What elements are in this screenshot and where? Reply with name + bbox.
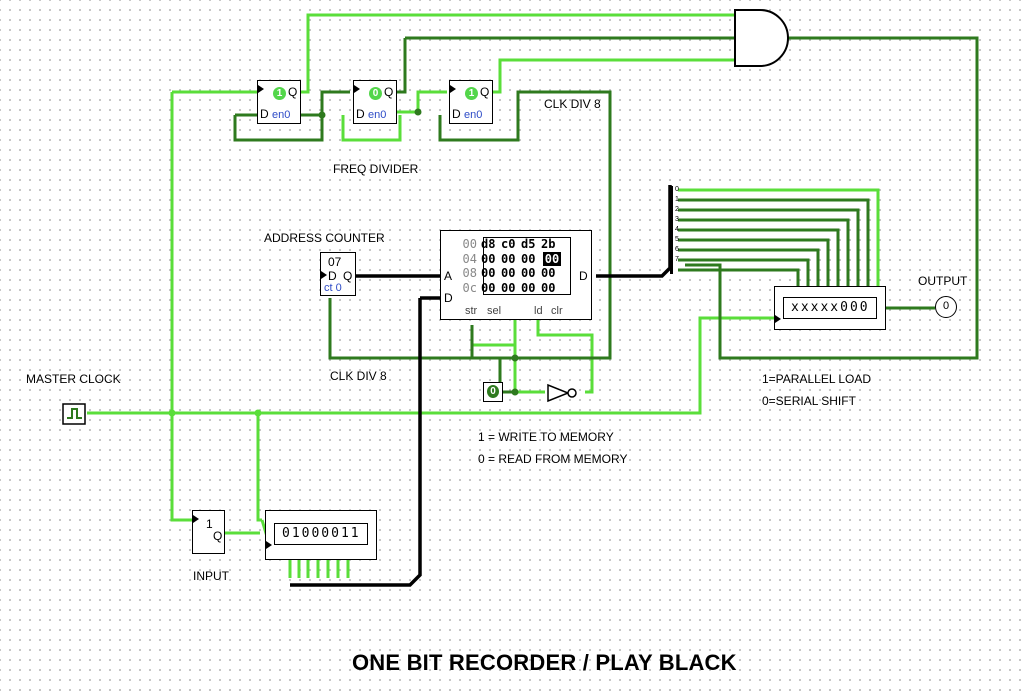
mode-pin-value: 0 — [487, 385, 499, 398]
splitter-bit: 3 — [675, 216, 679, 223]
splitter: 0 1 2 3 4 5 6 7 — [667, 186, 679, 274]
write-memory-label: 1 = WRITE TO MEMORY — [478, 430, 614, 444]
ff3-q-pin: Q — [480, 85, 490, 99]
page-title: ONE BIT RECORDER / PLAY BLACK — [352, 650, 737, 675]
ram-ld-pin: ld — [534, 305, 543, 317]
ram-d-out-pin: D — [579, 269, 588, 283]
splitter-bit: 4 — [675, 226, 679, 233]
ram-a-pin: A — [444, 269, 453, 283]
ram-sel-pin: sel — [487, 305, 502, 317]
input-shift-value: 01000011 — [282, 526, 361, 541]
input-ff-value: 1 — [206, 517, 213, 531]
not-gate-icon — [547, 383, 571, 403]
ff2-d-pin: D — [356, 107, 365, 121]
output-led-value: 0 — [942, 300, 950, 312]
output-label: OUTPUT — [918, 274, 968, 288]
ff1-state: 1 — [273, 87, 286, 100]
ram-d-in-pin: D — [444, 291, 453, 305]
input-label: INPUT — [193, 569, 229, 583]
output-shift-value: xxxxx000 — [791, 300, 870, 315]
address-counter[interactable]: 07 D Q ct 0 — [320, 252, 356, 296]
clock-wave-icon — [67, 408, 82, 419]
ram-clr-pin: clr — [551, 305, 563, 317]
splitter-bit: 2 — [675, 206, 679, 213]
read-memory-label: 0 = READ FROM MEMORY — [478, 452, 628, 466]
splitter-bit: 1 — [675, 196, 679, 203]
flipflop-2[interactable]: 0 Q D en0 — [353, 80, 397, 124]
ff3-d-pin: D — [452, 107, 461, 121]
parallel-load-label: 1=PARALLEL LOAD — [762, 372, 872, 386]
ff1-q-pin: Q — [288, 85, 298, 99]
ff1-en-pin: en0 — [272, 109, 291, 121]
master-clock-label: MASTER CLOCK — [26, 372, 121, 386]
input-shift-register[interactable]: 01000011 — [265, 510, 377, 560]
ram-str-pin: str — [465, 305, 478, 317]
counter-q-pin: Q — [343, 269, 353, 283]
serial-shift-label: 0=SERIAL SHIFT — [762, 394, 856, 408]
flipflop-3[interactable]: 1 Q D en0 — [449, 80, 493, 124]
output-led: 0 — [935, 296, 957, 318]
freq-divider-label: FREQ DIVIDER — [333, 162, 419, 176]
counter-value: 07 — [328, 255, 342, 269]
ff3-en-pin: en0 — [464, 109, 483, 121]
and-gate-icon — [734, 9, 789, 67]
address-counter-label: ADDRESS COUNTER — [264, 231, 385, 245]
ff2-q-pin: Q — [384, 85, 394, 99]
ff2-state: 0 — [369, 87, 382, 100]
ff2-en-pin: en0 — [368, 109, 387, 121]
output-shift-register[interactable]: xxxxx000 — [774, 286, 886, 330]
mode-pin[interactable]: 0 — [483, 382, 503, 402]
ff1-d-pin: D — [260, 107, 269, 121]
clk-div-top-label: CLK DIV 8 — [544, 97, 601, 111]
splitter-bit: 0 — [675, 186, 679, 193]
counter-d-pin: D — [328, 269, 337, 283]
counter-ct-pin: ct 0 — [324, 282, 342, 294]
clk-div-bottom-label: CLK DIV 8 — [330, 369, 387, 383]
splitter-bit: 7 — [675, 256, 679, 263]
flipflop-1[interactable]: 1 Q D en0 — [257, 80, 301, 124]
splitter-bit: 5 — [675, 236, 679, 243]
ram-selected-cell: 00 — [543, 251, 561, 266]
ff3-state: 1 — [465, 87, 478, 100]
splitter-bit: 6 — [675, 246, 679, 253]
input-ff-q-pin: Q — [213, 529, 223, 543]
input-flipflop[interactable]: 1 Q — [192, 510, 225, 554]
